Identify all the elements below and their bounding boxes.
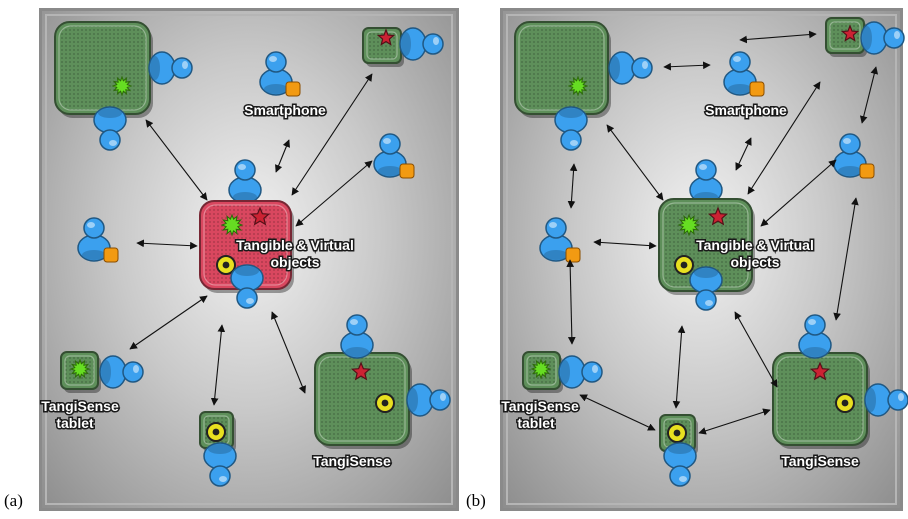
connection-arrow (735, 137, 752, 171)
connection-arrow (291, 73, 373, 196)
table-label: TangiSense (781, 453, 859, 469)
user-icon (399, 27, 444, 61)
star-token-icon (809, 361, 831, 381)
user-icon (554, 106, 588, 151)
connection-arrow (760, 159, 837, 227)
panel-a-label: (a) (4, 491, 23, 510)
objects-label-line1: Tangible & Virtual (696, 237, 814, 253)
user-icon (689, 266, 723, 311)
objects-label-line1: Tangible & Virtual (236, 237, 354, 253)
burst-token-icon (530, 358, 552, 380)
user-icon (148, 51, 193, 85)
user-icon (689, 159, 723, 204)
star-token-icon (249, 206, 271, 226)
connection-arrow (567, 163, 578, 209)
connection-arrow (271, 311, 306, 394)
burst-token-icon (220, 213, 244, 237)
connection-arrow (833, 197, 859, 321)
connection-arrow (136, 239, 198, 250)
tablet-label-line1: TangiSense (41, 398, 119, 414)
smartphone-user-icon (77, 217, 119, 263)
connection-arrow (672, 325, 686, 409)
user-icon (558, 355, 603, 389)
user-icon (798, 314, 832, 359)
panel-b-label: (b) (466, 491, 486, 510)
connection-arrow (663, 61, 711, 71)
tablet-label-line2: tablet (56, 415, 94, 431)
ring-token-icon (216, 255, 236, 275)
objects-label-line2: objects (270, 254, 319, 270)
connection-arrow (129, 295, 208, 350)
user-icon (340, 314, 374, 359)
connection-arrow (593, 238, 657, 250)
connection-arrow (739, 30, 817, 44)
user-icon (663, 442, 697, 487)
connection-arrow (295, 160, 373, 227)
connection-arrow (734, 311, 778, 388)
connection-arrow (275, 139, 290, 173)
burst-token-icon (677, 213, 701, 237)
connection-arrow (859, 66, 879, 124)
tablet-label-line1: TangiSense (501, 398, 579, 414)
smartphone-label: Smartphone (244, 102, 326, 118)
burst-token-icon (567, 75, 589, 97)
objects-label-line2: objects (730, 254, 779, 270)
connection-arrow (606, 124, 664, 201)
user-icon (99, 355, 144, 389)
user-icon (860, 21, 905, 55)
smartphone-user-icon (833, 133, 875, 179)
connection-arrow (747, 81, 821, 195)
user-icon (230, 264, 264, 309)
ring-token-icon (667, 423, 687, 443)
user-icon (93, 106, 127, 151)
connection-arrow (579, 394, 656, 431)
user-icon (608, 51, 653, 85)
smartphone-user-icon (723, 51, 765, 97)
user-icon (203, 442, 237, 487)
user-icon (406, 383, 451, 417)
star-token-icon (350, 361, 372, 381)
smartphone-label: Smartphone (705, 102, 787, 118)
ring-token-icon (206, 422, 226, 442)
ring-token-icon (674, 255, 694, 275)
smartphone-user-icon (539, 217, 581, 263)
ring-token-icon (835, 393, 855, 413)
tablet-label-line2: tablet (517, 415, 555, 431)
user-icon (864, 383, 908, 417)
star-token-icon (707, 206, 729, 226)
star-token-icon (376, 28, 396, 46)
burst-token-icon (111, 75, 133, 97)
star-token-icon (840, 24, 860, 42)
connection-arrow (210, 324, 226, 406)
ring-token-icon (375, 393, 395, 413)
smartphone-user-icon (373, 133, 415, 179)
table-label: TangiSense (313, 453, 391, 469)
smartphone-user-icon (259, 51, 301, 97)
burst-token-icon (69, 358, 91, 380)
connection-arrow (566, 259, 576, 345)
connection-arrow (698, 408, 771, 435)
user-icon (228, 159, 262, 204)
connection-arrow (145, 119, 208, 201)
